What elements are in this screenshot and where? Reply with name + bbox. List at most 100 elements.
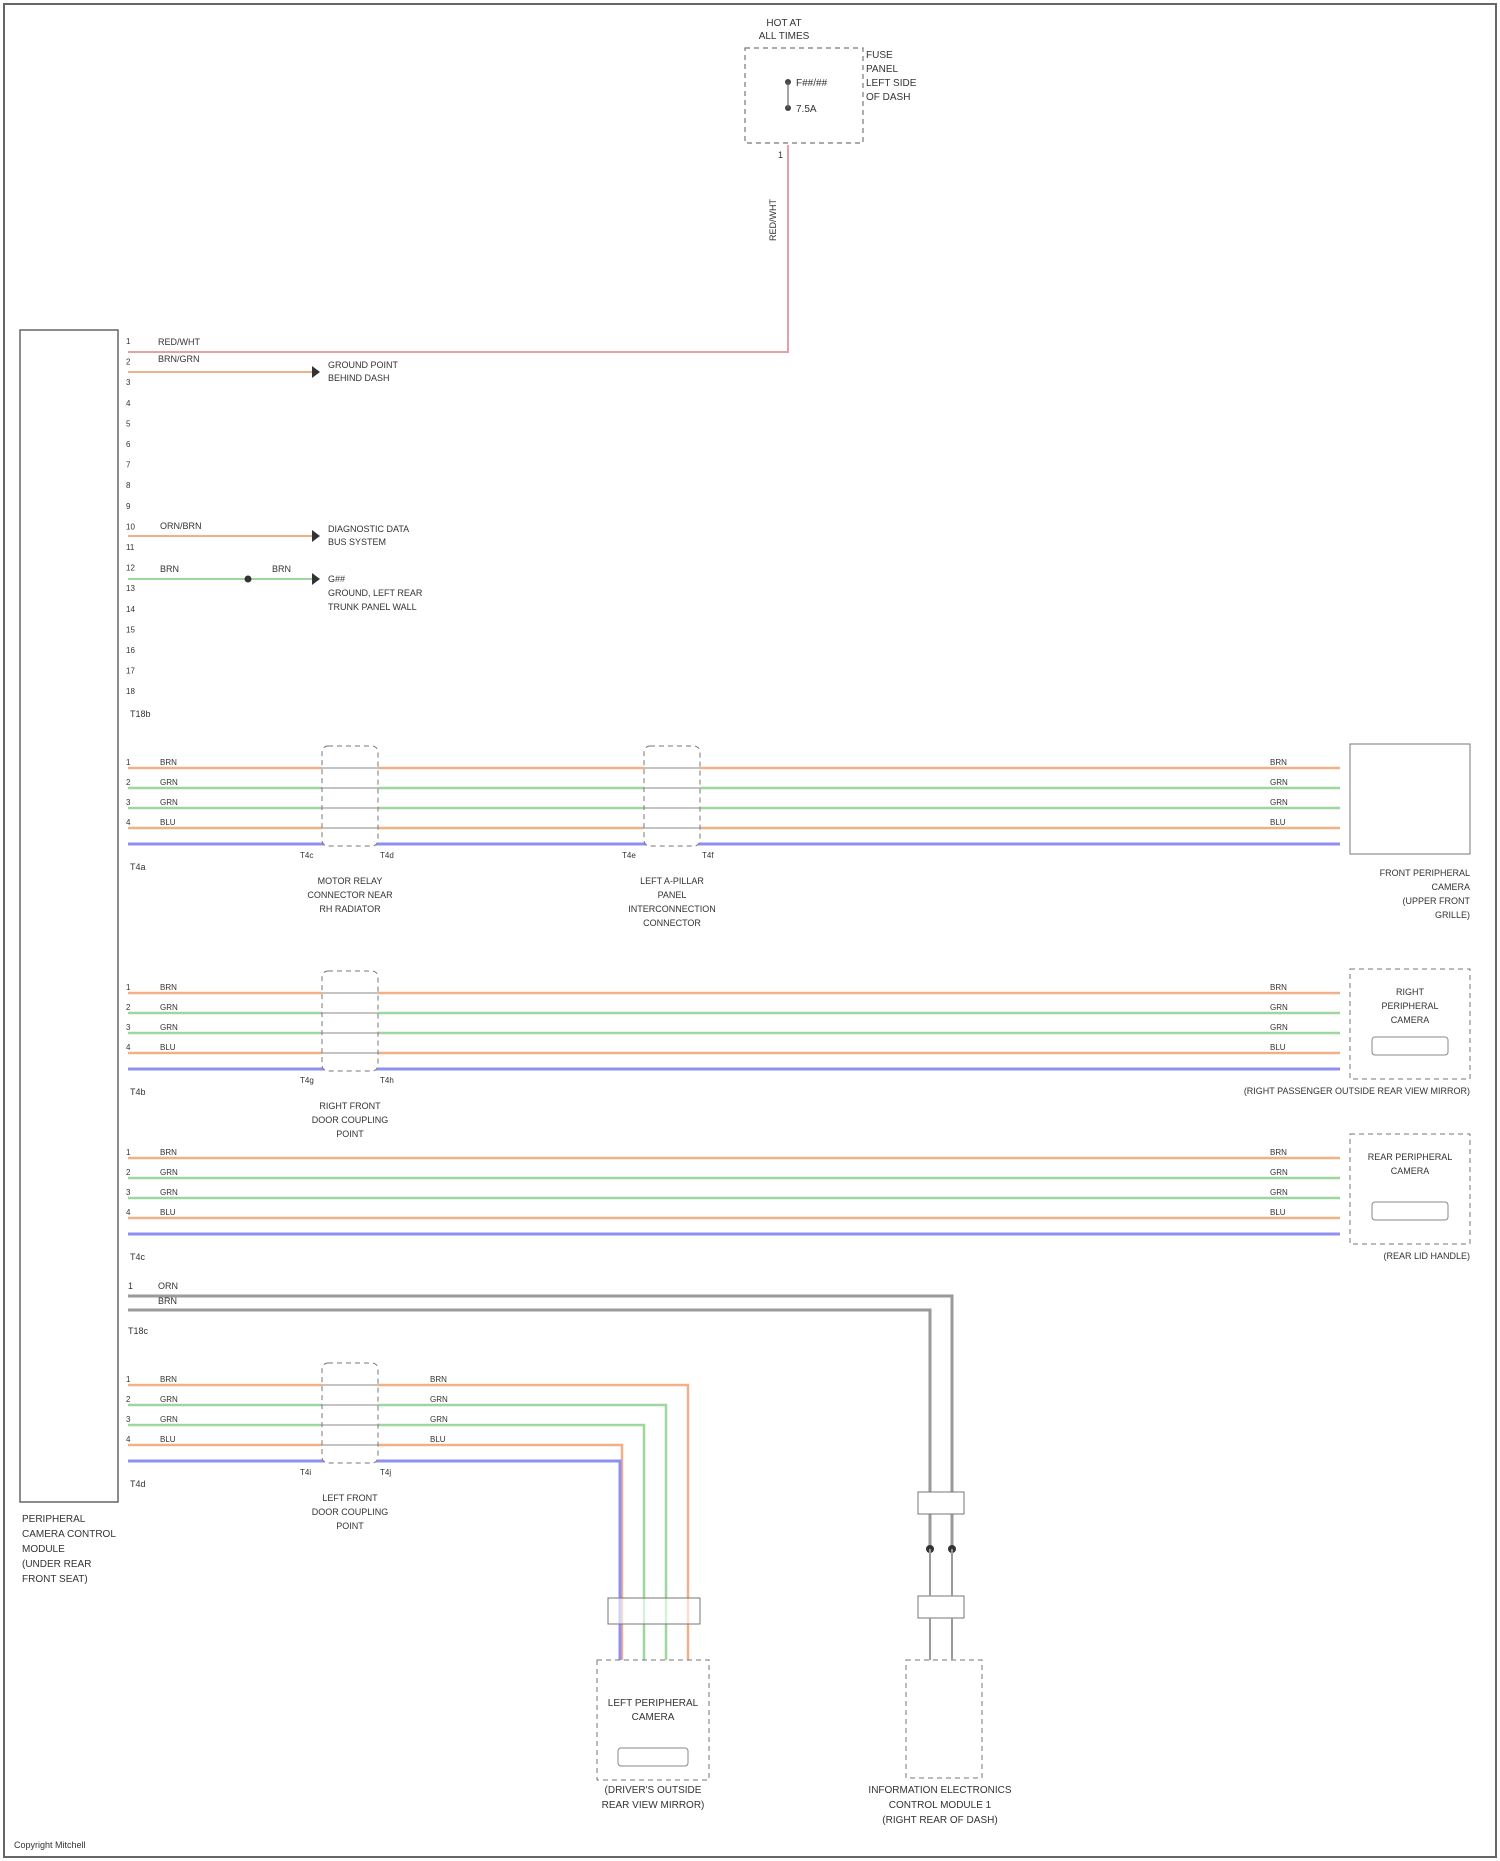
footer-credit: Copyright Mitchell bbox=[14, 1840, 86, 1850]
row-wire-label: GRN bbox=[160, 1023, 178, 1032]
row-connector-tag: T4b bbox=[130, 1087, 146, 1097]
page-border bbox=[4, 4, 1496, 1857]
camera-device-box bbox=[1350, 1134, 1470, 1244]
row-pin-number: 3 bbox=[126, 1023, 131, 1032]
row-wire-label-right: GRN bbox=[1270, 1188, 1288, 1197]
ground-ref-label: GROUND POINT bbox=[328, 360, 399, 370]
row-connector-tag: T4c bbox=[130, 1252, 146, 1262]
left-camera-label: CAMERA bbox=[632, 1712, 675, 1723]
row-wire-label-right: BLU bbox=[1270, 1043, 1286, 1052]
fuse-wire-label: RED/WHT bbox=[768, 199, 778, 241]
info-module-caption: INFORMATION ELECTRONICS bbox=[868, 1785, 1011, 1796]
row-wire-label-right: BLU bbox=[1270, 818, 1286, 827]
module-connector-tag: T18b bbox=[130, 709, 151, 719]
row-wire-label: GRN bbox=[160, 1395, 178, 1404]
module-pin-number: 6 bbox=[126, 440, 131, 449]
row-wire-label-right: BLU bbox=[1270, 1208, 1286, 1217]
row-wire-label-right: GRN bbox=[1270, 1003, 1288, 1012]
connector-tag: T4h bbox=[380, 1076, 394, 1085]
inline-connector bbox=[644, 746, 700, 846]
ground-ref-label: GROUND, LEFT REAR bbox=[328, 588, 423, 598]
row-wire-label: BLU bbox=[160, 1208, 176, 1217]
connector-label: DOOR COUPLING bbox=[312, 1507, 389, 1517]
row-wire-label-right: GRN bbox=[1270, 1168, 1288, 1177]
left-peripheral-camera: LEFT PERIPHERAL CAMERA (DRIVER'S OUTSIDE… bbox=[597, 1660, 709, 1811]
ground-ref-label: G## bbox=[328, 574, 345, 584]
row-pin-number: 1 bbox=[126, 758, 131, 767]
bus-ref-label: DIAGNOSTIC DATA bbox=[328, 524, 409, 534]
module-pin-number: 9 bbox=[126, 502, 131, 511]
module-pin-number: 5 bbox=[126, 419, 131, 428]
ground-wire-label: BRN bbox=[272, 564, 291, 574]
camera-device-caption: (REAR LID HANDLE) bbox=[1383, 1251, 1470, 1261]
fuse-panel-label: FUSE bbox=[866, 50, 893, 61]
row-wire-label: BRN bbox=[160, 1375, 177, 1384]
camera-device-box bbox=[1350, 744, 1470, 854]
inline-connector bbox=[322, 746, 378, 846]
connector-label: LEFT A-PILLAR bbox=[640, 876, 704, 886]
bus-wire-label: BRN bbox=[158, 1296, 177, 1306]
camera-device-label: (UPPER FRONT bbox=[1403, 896, 1471, 906]
camera-device-label: GRILLE) bbox=[1435, 910, 1470, 920]
module-pin-number: 11 bbox=[126, 543, 135, 552]
peripheral-camera-control-module-box bbox=[20, 330, 118, 1502]
row-pin-number: 4 bbox=[126, 1208, 131, 1217]
row-wire-label-right: GRN bbox=[430, 1395, 448, 1404]
device-connector bbox=[608, 1598, 700, 1624]
bus-connector-tag: T18c bbox=[128, 1326, 149, 1336]
connector-label: LEFT FRONT bbox=[322, 1493, 378, 1503]
row-pin-number: 2 bbox=[126, 1395, 131, 1404]
connector-label: MOTOR RELAY bbox=[318, 876, 383, 886]
camera-device-label: PERIPHERAL bbox=[1381, 1001, 1438, 1011]
row-wire-label: GRN bbox=[160, 798, 178, 807]
row-connector-tag: T4a bbox=[130, 862, 146, 872]
row-wire-label-right: GRN bbox=[1270, 1023, 1288, 1032]
camera-device-label: CAMERA bbox=[1391, 1015, 1430, 1025]
module-label-line: FRONT SEAT) bbox=[22, 1574, 88, 1585]
power-wire-label: RED/WHT bbox=[158, 337, 200, 347]
row-pin-number: 2 bbox=[126, 1168, 131, 1177]
connector-label: POINT bbox=[336, 1521, 364, 1531]
ground-wire-label: BRN bbox=[160, 564, 179, 574]
connector-tag: T4e bbox=[622, 851, 636, 860]
camera-device-label: REAR PERIPHERAL bbox=[1368, 1152, 1453, 1162]
row-wire-label-right: BRN bbox=[430, 1375, 447, 1384]
row-pin-number: 2 bbox=[126, 778, 131, 787]
row-pin-number: 4 bbox=[126, 1435, 131, 1444]
row-wire-label: BRN bbox=[160, 758, 177, 767]
module-pin-number: 8 bbox=[126, 481, 131, 490]
fuse-title-line: ALL TIMES bbox=[759, 31, 810, 42]
inline-connector bbox=[322, 971, 378, 1071]
module-pin-number: 17 bbox=[126, 667, 135, 676]
module-pin-number: 13 bbox=[126, 584, 135, 593]
row-wire-label: GRN bbox=[160, 1188, 178, 1197]
row-wire-label: GRN bbox=[160, 1003, 178, 1012]
ground-ref-label: TRUNK PANEL WALL bbox=[328, 602, 417, 612]
row-wire-label: BRN bbox=[160, 1148, 177, 1157]
connector-tag: T4c bbox=[300, 851, 313, 860]
fuse-panel-label: PANEL bbox=[866, 64, 898, 75]
row-wire-label-right: GRN bbox=[430, 1415, 448, 1424]
row-wire-label-right: BRN bbox=[1270, 983, 1287, 992]
bus-ref-label: BUS SYSTEM bbox=[328, 537, 386, 547]
connector-label: CONNECTOR bbox=[643, 918, 701, 928]
splice-dot bbox=[245, 576, 252, 583]
module-pin-number: 18 bbox=[126, 687, 135, 696]
bus-pin: 1 bbox=[128, 1281, 133, 1291]
row-wire-label: GRN bbox=[160, 1168, 178, 1177]
connector-tag: T4i bbox=[300, 1468, 311, 1477]
ground-ref-label: BEHIND DASH bbox=[328, 373, 390, 383]
fuse-title-line: HOT AT bbox=[766, 18, 801, 29]
left-camera-caption: REAR VIEW MIRROR) bbox=[602, 1800, 705, 1811]
row-wire-label-right: BRN bbox=[1270, 758, 1287, 767]
module-label-line: CAMERA CONTROL bbox=[22, 1529, 116, 1540]
row-pin-number: 3 bbox=[126, 1415, 131, 1424]
connector-tag: T4j bbox=[380, 1468, 391, 1477]
module-label-line: (UNDER REAR bbox=[22, 1559, 91, 1570]
module-pin-number: 16 bbox=[126, 646, 135, 655]
left-camera-caption: (DRIVER'S OUTSIDE bbox=[605, 1785, 702, 1796]
row-wire-label: GRN bbox=[160, 778, 178, 787]
inline-connector bbox=[918, 1596, 964, 1618]
row-pin-number: 3 bbox=[126, 798, 131, 807]
